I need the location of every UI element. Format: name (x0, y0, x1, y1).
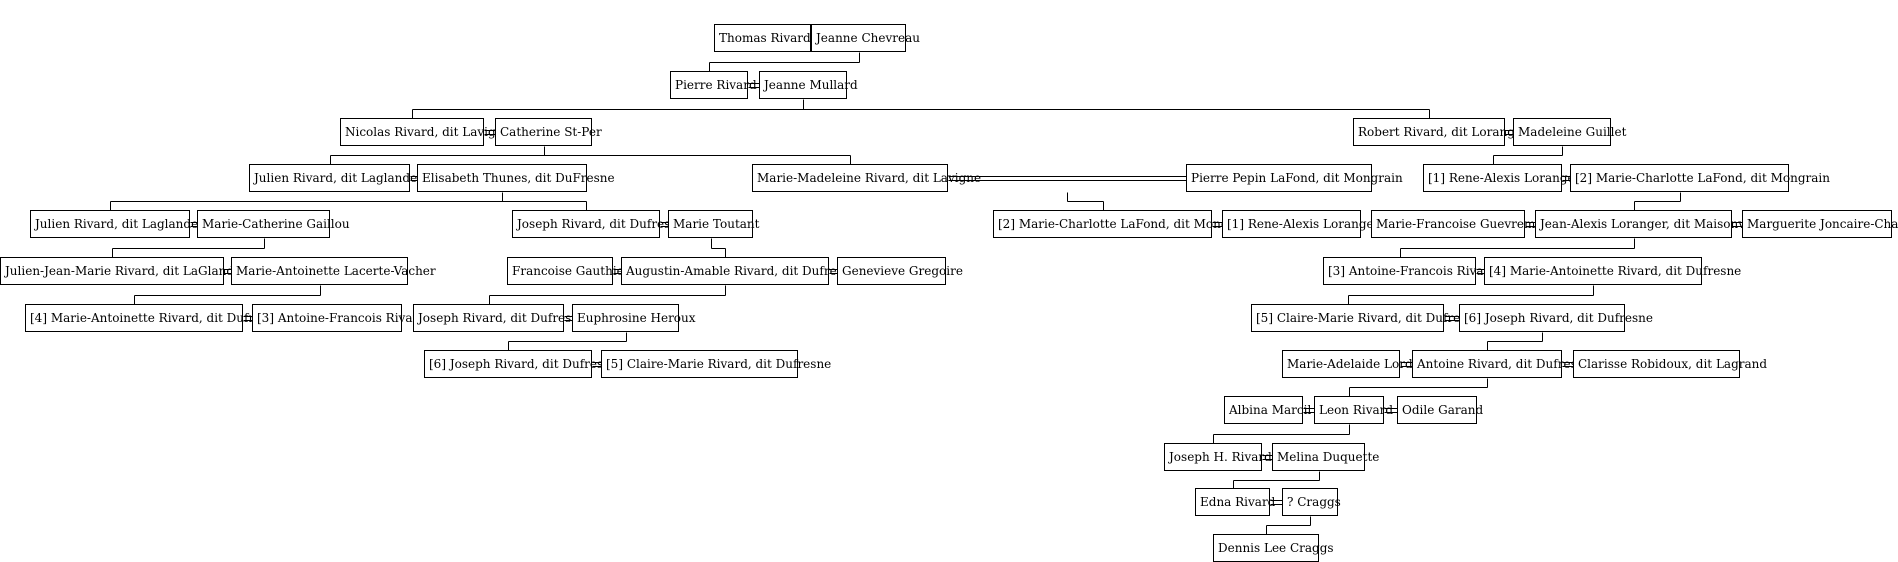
person-box[interactable]: Marie-Antoinette Lacerte-Vacher (231, 257, 436, 285)
person-box[interactable]: Jeanne Mullard (759, 71, 858, 99)
person-box[interactable]: Edna Rivard (1195, 488, 1275, 516)
person-box[interactable]: Pierre Rivard (670, 71, 757, 99)
person-box[interactable]: [1] Rene-Alexis Loranger (1423, 164, 1580, 192)
person-box[interactable]: Marie-Francoise Guevremont (1371, 210, 1555, 238)
person-box[interactable]: Clarisse Robidoux, dit Lagrand (1573, 350, 1767, 378)
person-box[interactable]: Genevieve Gregoire (837, 257, 963, 285)
person-box[interactable]: Marie Toutant (668, 210, 759, 238)
person-box[interactable]: Madeleine Guillet (1513, 118, 1626, 146)
person-box[interactable]: Julien Rivard, dit Laglanderie (30, 210, 215, 238)
person-box[interactable]: Joseph Rivard, dit Dufresne (512, 210, 685, 238)
person-box[interactable]: Pierre Pepin LaFond, dit Mongrain (1186, 164, 1403, 192)
person-box[interactable]: Thomas Rivard (714, 24, 811, 52)
person-box[interactable]: [5] Claire-Marie Rivard, dit Dufresne (601, 350, 831, 378)
person-box[interactable]: Marie-Madeleine Rivard, dit Lavigne (752, 164, 981, 192)
person-box[interactable]: [2] Marie-Charlotte LaFond, dit Mongrain (1570, 164, 1830, 192)
person-box[interactable]: Marie-Adelaide Lord (1282, 350, 1413, 378)
person-box[interactable]: Antoine Rivard, dit Dufresne (1412, 350, 1592, 378)
person-box[interactable]: [4] Marie-Antoinette Rivard, dit Dufresn… (25, 304, 282, 332)
person-box[interactable]: Melina Duquette (1272, 443, 1379, 471)
person-box[interactable]: Nicolas Rivard, dit Lavigne (340, 118, 511, 146)
person-box[interactable]: Julien-Jean-Marie Rivard, dit LaGlanderi… (0, 257, 258, 285)
person-box[interactable]: [6] Joseph Rivard, dit Dufresne (424, 350, 618, 378)
person-box[interactable]: Jean-Alexis Loranger, dit Maisonville (1535, 210, 1764, 238)
person-box[interactable]: Marie-Catherine Gaillou (197, 210, 350, 238)
person-box[interactable]: Dennis Lee Craggs (1213, 534, 1334, 562)
person-box[interactable]: Augustin-Amable Rivard, dit Dufresne (621, 257, 858, 285)
person-box[interactable]: [3] Antoine-Francois Rivard (1323, 257, 1497, 285)
person-box[interactable]: Marguerite Joncaire-Chabert (1742, 210, 1898, 238)
person-box[interactable]: Francoise Gauthier (507, 257, 630, 285)
person-box[interactable]: Albina Marcil (1224, 396, 1311, 424)
person-box[interactable]: Catherine St-Per (495, 118, 602, 146)
person-box[interactable]: Robert Rivard, dit Loranger (1353, 118, 1528, 146)
person-box[interactable]: Joseph Rivard, dit Dufresne (413, 304, 586, 332)
person-box[interactable]: Julien Rivard, dit Laglanderie (249, 164, 434, 192)
person-box[interactable]: [1] Rene-Alexis Loranger (1222, 210, 1379, 238)
person-box[interactable]: [5] Claire-Marie Rivard, dit Dufresne (1251, 304, 1481, 332)
person-box[interactable]: Joseph H. Rivard (1164, 443, 1272, 471)
person-box[interactable]: ? Craggs (1282, 488, 1341, 516)
person-box[interactable]: Elisabeth Thunes, dit DuFresne (417, 164, 615, 192)
person-box[interactable]: [6] Joseph Rivard, dit Dufresne (1459, 304, 1653, 332)
person-box[interactable]: Odile Garand (1397, 396, 1483, 424)
person-box[interactable]: [4] Marie-Antoinette Rivard, dit Dufresn… (1484, 257, 1741, 285)
person-box[interactable]: Euphrosine Heroux (572, 304, 696, 332)
person-box[interactable]: Leon Rivard (1314, 396, 1393, 424)
person-box[interactable]: Jeanne Chevreau (811, 24, 920, 52)
person-box[interactable]: [2] Marie-Charlotte LaFond, dit Mongrain (993, 210, 1253, 238)
person-box[interactable]: [3] Antoine-Francois Rivard (252, 304, 426, 332)
